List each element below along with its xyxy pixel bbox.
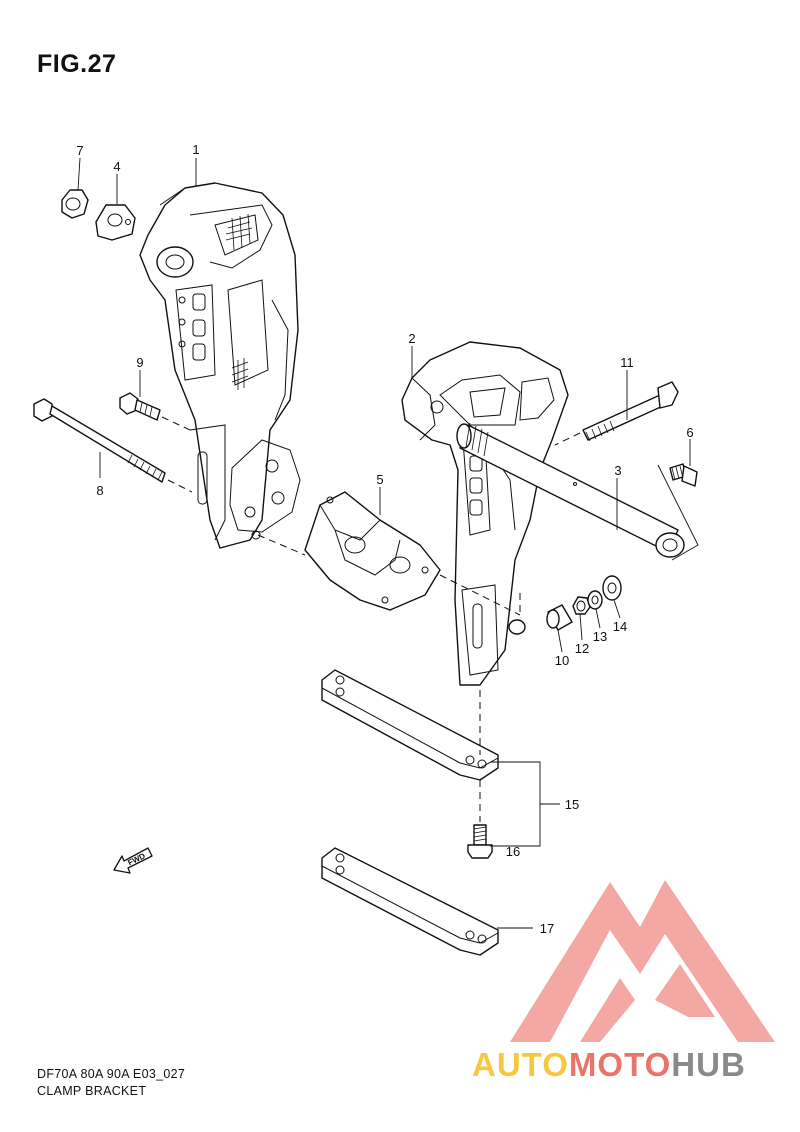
part-16-bolt xyxy=(467,824,493,859)
watermark-text: AUTOMOTOHUB xyxy=(472,1046,746,1084)
part-7-nut xyxy=(61,189,89,219)
callout-16: 16 xyxy=(506,844,520,859)
part-11-bolt xyxy=(554,381,679,446)
figure-title: FIG.27 xyxy=(37,50,117,78)
callout-7: 7 xyxy=(76,143,83,158)
callout-4: 4 xyxy=(113,159,120,174)
part-13-washer xyxy=(587,590,603,610)
part-1-left-clamp-bracket xyxy=(139,182,301,549)
caption-model: DF70A 80A 90A E03_027 xyxy=(37,1067,186,1081)
callout-17: 17 xyxy=(540,921,554,936)
callout-1: 1 xyxy=(192,142,199,157)
watermark-text-hub: HUB xyxy=(671,1046,746,1083)
callout-leaders xyxy=(77,157,691,929)
callout-6: 6 xyxy=(686,425,693,440)
fwd-arrow-icon: FWD xyxy=(112,842,154,879)
part-4-plate xyxy=(95,204,136,241)
part-10-bushing xyxy=(546,604,573,631)
callout-8: 8 xyxy=(96,483,103,498)
watermark-text-auto: AUTO xyxy=(472,1046,569,1083)
part-9-bolt xyxy=(119,392,191,431)
watermark-logo xyxy=(510,880,775,1042)
part-3-tilt-tube xyxy=(456,422,699,561)
callout-5: 5 xyxy=(376,472,383,487)
callout-9: 9 xyxy=(136,355,143,370)
callout-13: 13 xyxy=(593,629,607,644)
part-6-bolt xyxy=(669,463,698,487)
callout-14: 14 xyxy=(613,619,627,634)
fwd-label: FWD xyxy=(126,851,147,867)
part-15-plate-assembly xyxy=(321,669,499,781)
figure-caption: DF70A 80A 90A E03_027 CLAMP BRACKET xyxy=(37,1066,185,1100)
watermark-text-moto: MOTO xyxy=(568,1046,672,1083)
part-14-washer xyxy=(602,575,622,601)
part-5-mount-block xyxy=(304,491,441,611)
callout-2: 2 xyxy=(408,331,415,346)
part-17-plate xyxy=(321,847,499,956)
callout-15: 15 xyxy=(565,797,579,812)
callout-numbers: 1 2 3 4 5 6 7 8 9 10 11 12 13 14 15 16 1… xyxy=(76,142,693,936)
callout-12: 12 xyxy=(575,641,589,656)
part-2-right-clamp-bracket xyxy=(401,341,569,686)
callout-10: 10 xyxy=(555,653,569,668)
part-8-long-bolt xyxy=(33,398,193,493)
callout-11: 11 xyxy=(620,355,634,370)
caption-name: CLAMP BRACKET xyxy=(37,1084,147,1098)
callout-3: 3 xyxy=(614,463,621,478)
assembly-lines xyxy=(257,534,521,822)
